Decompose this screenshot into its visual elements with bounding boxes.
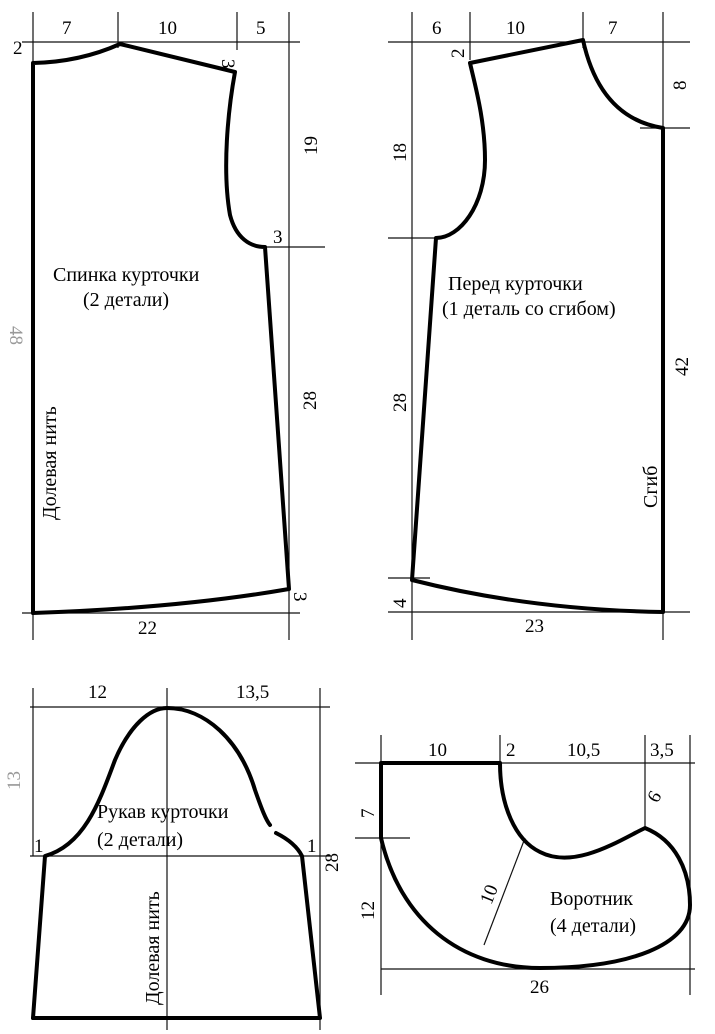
back-dim-armhole-offset: 3 (273, 227, 283, 248)
front-dim-hem-offset: 4 (390, 598, 411, 608)
sleeve-outline (31, 706, 272, 1020)
collar-piece: 10 2 10,5 3,5 6 7 12 10 26 Воротник (4 д… (355, 735, 695, 998)
back-title: Спинка курточки (53, 264, 200, 286)
collar-dim-left-a: 7 (358, 809, 379, 819)
back-outline (31, 42, 291, 615)
collar-subtitle: (4 детали) (550, 915, 636, 937)
sleeve-dim-top-b: 13,5 (236, 682, 269, 703)
sleeve-outline-right (31, 831, 322, 1020)
front-dim-armhole-height: 18 (390, 143, 411, 162)
front-dim-top-b: 10 (506, 18, 525, 39)
front-dim-top-a: 6 (432, 18, 442, 39)
front-guide-lines (388, 12, 690, 640)
back-guide-lines (22, 12, 325, 640)
front-dim-top-c: 7 (608, 18, 618, 39)
front-subtitle: (1 деталь со сгибом) (442, 298, 616, 320)
back-dim-top-c: 5 (256, 18, 266, 39)
sleeve-dim-length: 28 (322, 853, 343, 872)
collar-dim-top-d: 3,5 (650, 740, 674, 761)
front-dim-neck-height: 8 (670, 81, 691, 91)
sleeve-title: Рукав курточки (97, 801, 229, 823)
front-dim-side-height: 28 (390, 393, 411, 412)
sleeve-grain-label: Долевая нить (142, 891, 164, 1005)
sleeve-dim-cap-height: 13 (4, 771, 25, 790)
front-title: Перед курточки (448, 273, 583, 295)
collar-dim-left-b: 12 (358, 901, 379, 920)
collar-dim-bottom: 26 (530, 977, 549, 998)
collar-dim-right-drop: 6 (643, 788, 666, 807)
back-piece: 7 10 5 2 3 19 3 28 3 22 48 Спинка курточ… (5, 12, 325, 640)
sleeve-dim-right-offset: 1 (307, 836, 317, 857)
back-subtitle: (2 детали) (83, 289, 169, 311)
collar-outline (379, 761, 692, 970)
front-dim-hem-width: 23 (525, 616, 544, 637)
collar-dim-top-b: 2 (506, 740, 516, 761)
front-outline (410, 38, 665, 614)
back-dim-armhole-height: 19 (301, 136, 322, 155)
collar-dim-top-a: 10 (428, 740, 447, 761)
collar-dim-radius: 10 (476, 882, 503, 907)
back-dim-top-a: 7 (62, 18, 72, 39)
back-dim-left-drop: 2 (13, 38, 23, 59)
collar-dim-top-c: 10,5 (567, 740, 600, 761)
front-dim-fold-height: 42 (672, 357, 693, 376)
front-piece: 6 10 7 2 8 18 28 42 4 23 Перед курточки … (388, 12, 693, 640)
collar-guide-lines (355, 735, 695, 995)
back-grain-label: Долевая нить (39, 406, 61, 520)
back-dim-shoulder-drop: 3 (217, 59, 238, 69)
back-dim-top-b: 10 (158, 18, 177, 39)
sleeve-subtitle: (2 детали) (97, 829, 183, 851)
sleeve-guide-lines (30, 688, 330, 1030)
front-dim-shoulder-drop: 2 (448, 49, 469, 59)
back-dim-side-height: 28 (300, 391, 321, 410)
sleeve-dim-top-a: 12 (88, 682, 107, 703)
back-dim-hem-width: 22 (138, 618, 157, 639)
sleeve-piece: 12 13,5 13 1 1 28 Рукав курточки (2 дета… (4, 682, 343, 1030)
front-fold-label: Сгиб (640, 466, 662, 508)
back-dim-hem-offset: 3 (289, 592, 310, 602)
back-dim-total-height: 48 (5, 326, 26, 345)
sleeve-dim-left-offset: 1 (34, 836, 44, 857)
collar-title: Воротник (550, 888, 633, 910)
